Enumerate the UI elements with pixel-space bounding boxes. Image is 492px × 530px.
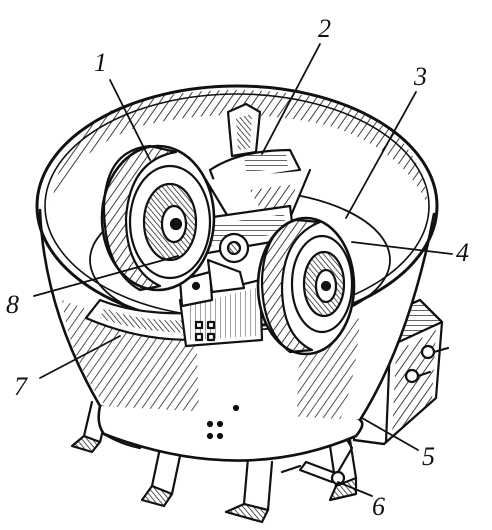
leader-lines <box>33 43 453 497</box>
callout-4: 4 <box>456 238 469 267</box>
lever-linkage <box>280 436 354 486</box>
callout-6: 6 <box>372 492 385 521</box>
callout-5: 5 <box>422 442 435 471</box>
right-roller <box>256 216 356 356</box>
callout-2: 2 <box>318 14 331 43</box>
callout-8: 8 <box>6 290 19 319</box>
callout-1: 1 <box>94 48 107 77</box>
callout-3: 3 <box>414 62 427 91</box>
left-roller <box>100 144 216 292</box>
callout-7: 7 <box>14 372 27 401</box>
